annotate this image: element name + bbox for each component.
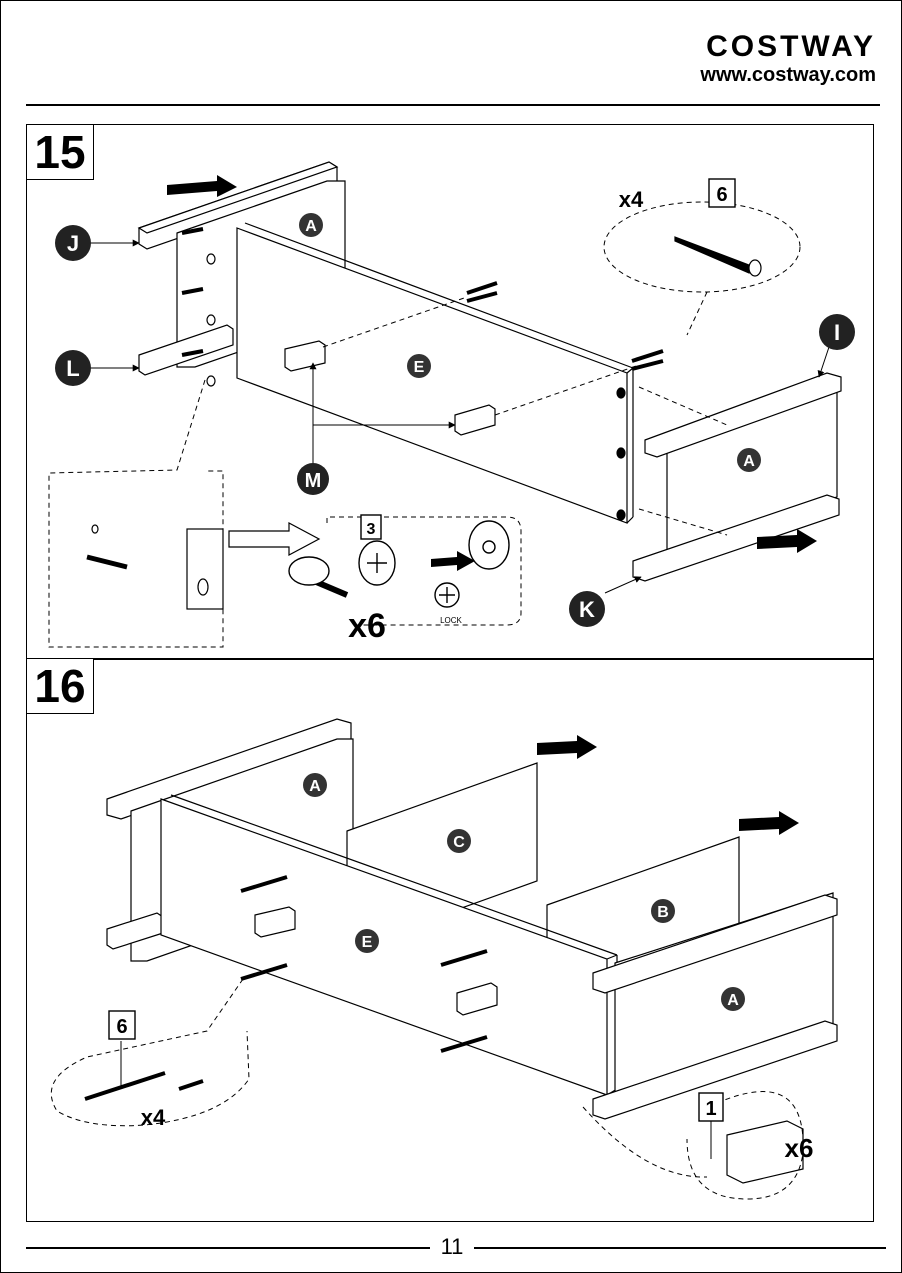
label-m: M xyxy=(305,470,322,492)
screw-qty: x4 xyxy=(141,1105,166,1130)
screw-6-head xyxy=(749,260,761,276)
label-a-right: A xyxy=(743,453,755,470)
dowel-id: 1 xyxy=(705,1098,716,1120)
slide-arrow-b-icon xyxy=(739,811,799,835)
label-a-left: A xyxy=(305,218,317,235)
label-j: J xyxy=(67,231,79,256)
screw-id: 6 xyxy=(116,1016,127,1038)
cam-lock-id: 3 xyxy=(367,521,376,538)
label-e: E xyxy=(414,359,425,376)
label-b: B xyxy=(657,904,669,921)
screw-id: 6 xyxy=(716,184,727,206)
step-15-diagram: J L I M K A A E x4 6 3 x6 LOCK xyxy=(27,125,873,659)
label-k: K xyxy=(579,597,595,622)
label-e: E xyxy=(362,934,373,951)
header-rule xyxy=(26,104,880,106)
label-a-left: A xyxy=(309,778,321,795)
inset-panel-edge xyxy=(187,529,223,609)
label-l: L xyxy=(66,356,79,381)
step-15-panel: J L I M K A A E x4 6 3 x6 LOCK 15 xyxy=(26,124,874,660)
page-number: 11 xyxy=(430,1235,474,1259)
slide-arrow-c-icon xyxy=(537,735,597,759)
inset-arrow-icon xyxy=(229,523,319,555)
cam-lock-qty: x6 xyxy=(348,607,386,645)
brand-header: COSTWAY www.costway.com xyxy=(700,30,876,86)
label-i: I xyxy=(834,320,840,345)
footer-rule-right xyxy=(474,1247,886,1249)
step-16-panel: A C B E A 6 x4 1 x6 16 xyxy=(26,658,874,1222)
screw-qty: x4 xyxy=(619,187,644,212)
footer-rule-left xyxy=(26,1247,430,1249)
label-a-right: A xyxy=(727,992,739,1009)
brand-url: www.costway.com xyxy=(700,64,876,86)
rotate-arrow-icon xyxy=(431,551,475,571)
slide-arrow-top-left-icon xyxy=(167,175,237,197)
label-c: C xyxy=(453,834,465,851)
brand-logo: COSTWAY xyxy=(700,30,876,64)
dowel-qty: x6 xyxy=(785,1133,814,1163)
step-16-diagram: A C B E A 6 x4 1 x6 xyxy=(27,659,873,1221)
panel-e xyxy=(237,228,627,523)
step-16-number: 16 xyxy=(27,659,94,714)
step-15-number: 15 xyxy=(27,125,94,180)
lock-text: LOCK xyxy=(440,616,462,625)
